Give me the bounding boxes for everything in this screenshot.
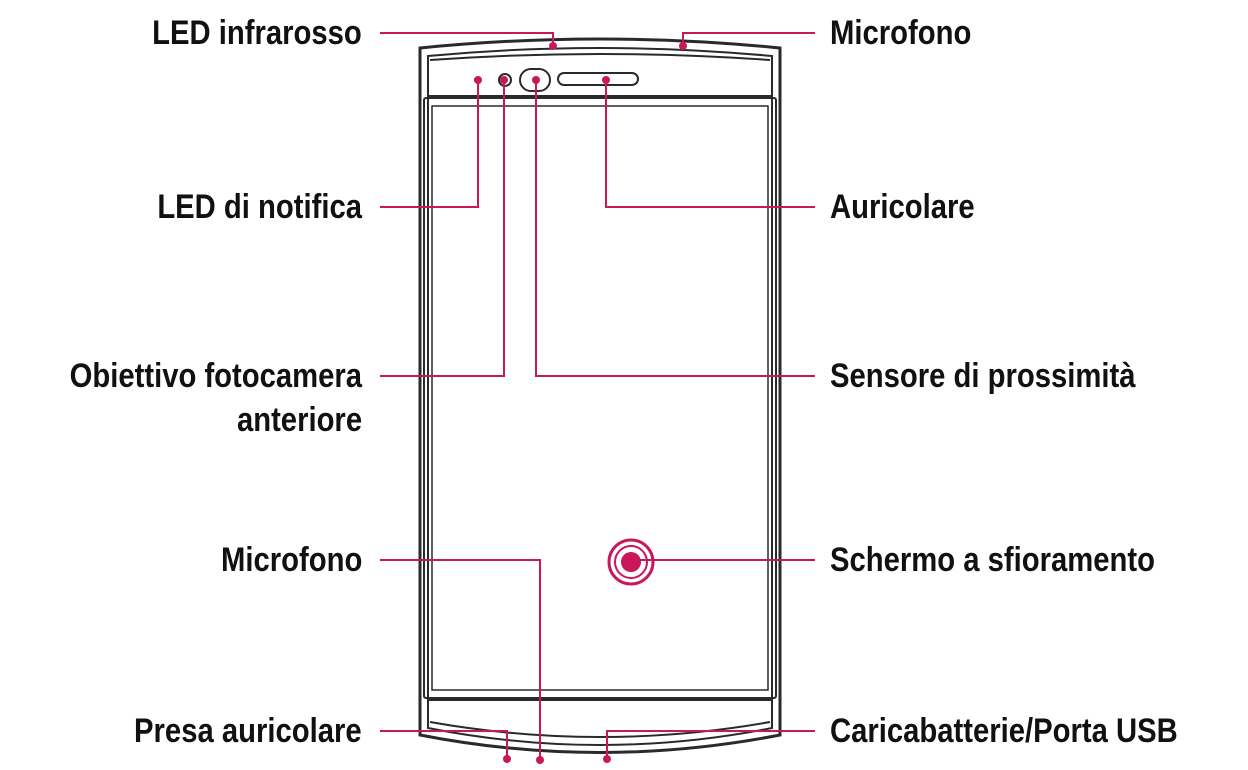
dot-led-notifica (474, 76, 482, 84)
label-caricabatterie: Caricabatterie/Porta USB (830, 712, 1178, 750)
screen-inner (431, 105, 769, 691)
callout-line-obiettivo (380, 80, 505, 377)
dot-auricolare (602, 76, 610, 84)
dot-obiettivo (500, 76, 508, 84)
label-schermo-sfioramento: Schermo a sfioramento (830, 541, 1155, 579)
dot-caricabatterie (603, 755, 611, 763)
callout-line-auricolare (605, 80, 815, 208)
label-auricolare: Auricolare (830, 188, 975, 226)
label-obiettivo-fotocamera: Obiettivo fotocamera anteriore (70, 354, 362, 442)
dot-led-infrarosso (549, 42, 557, 50)
callout-line-led-infrarosso (380, 32, 554, 45)
callout-line-microfono-top (682, 32, 815, 45)
label-microfono-bottom: Microfono (220, 541, 362, 579)
top-edge (429, 53, 771, 61)
touch-target-icon (607, 538, 655, 586)
callout-line-led-notifica (380, 80, 479, 208)
phone-outer-outline (418, 37, 782, 754)
screen-outer (423, 97, 777, 699)
dot-microfono-top (679, 42, 687, 50)
callout-lines (380, 32, 815, 760)
dot-sensore (532, 76, 540, 84)
label-presa-auricolare: Presa auricolare (134, 712, 362, 750)
callout-line-presa-auricolare (380, 730, 508, 760)
phone-inner-outline (427, 47, 773, 746)
phone-body (418, 37, 782, 754)
label-sensore-prossimita: Sensore di prossimità (830, 357, 1136, 395)
label-led-infrarosso: LED infrarosso (152, 14, 362, 52)
bottom-edge (429, 721, 771, 738)
earpiece-grille (557, 72, 639, 86)
label-obiettivo-line1: Obiettivo fotocamera (69, 357, 362, 395)
callout-line-microfono-bottom (380, 559, 541, 760)
label-led-notifica: LED di notifica (157, 188, 362, 226)
dot-microfono-bottom (536, 756, 544, 764)
dot-presa-auricolare (503, 755, 511, 763)
callout-line-caricabatterie (606, 730, 815, 760)
label-microfono-top: Microfono (830, 14, 972, 52)
callout-dots (474, 42, 687, 764)
callout-line-sensore (535, 80, 815, 377)
label-obiettivo-line2: anteriore (236, 401, 362, 439)
